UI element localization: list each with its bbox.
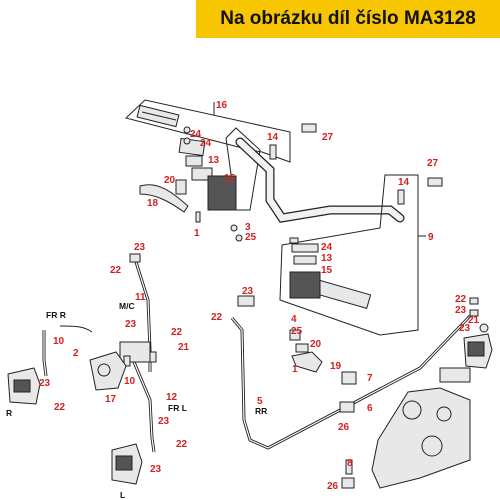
label-l: L — [120, 490, 125, 500]
callout-21: 21 — [468, 315, 480, 326]
callout-24: 24 — [321, 242, 333, 253]
callout-27: 27 — [322, 132, 334, 143]
callout-24: 24 — [190, 129, 202, 140]
caliper-r — [7, 367, 41, 405]
callout-6: 6 — [367, 403, 373, 414]
callout-26: 26 — [338, 422, 350, 433]
label-r: R — [6, 408, 12, 418]
callout-7: 7 — [367, 373, 373, 384]
callout-22: 22 — [176, 439, 188, 450]
callout-22: 22 — [110, 265, 122, 276]
label-fr-r: FR R — [46, 310, 66, 320]
callout-4: 4 — [291, 314, 297, 325]
callout-16: 16 — [216, 100, 228, 111]
callout-24: 24 — [200, 138, 212, 149]
callout-21: 21 — [178, 342, 190, 353]
callout-14: 14 — [398, 177, 410, 188]
callout-23: 23 — [158, 416, 170, 427]
right-master-cylinder — [289, 243, 372, 309]
callout-13: 13 — [321, 253, 333, 264]
caliper-l — [111, 443, 143, 485]
callout-2: 2 — [73, 348, 79, 359]
left-switch-block — [178, 137, 237, 211]
callout-1: 1 — [194, 228, 200, 239]
hose-12-core — [133, 361, 155, 453]
hose-5-core — [231, 315, 471, 449]
callout-15: 15 — [224, 173, 236, 184]
handlebar-tube-inner — [236, 138, 404, 222]
bolt-hardware — [183, 123, 443, 244]
callout-19: 19 — [330, 361, 342, 372]
callout-23: 23 — [455, 305, 467, 316]
leader — [59, 325, 93, 333]
label-rr: RR — [255, 406, 267, 416]
callout-22: 22 — [211, 312, 223, 323]
callout-8: 8 — [347, 458, 353, 469]
callout-15: 15 — [321, 265, 333, 276]
callout-22: 22 — [455, 294, 467, 305]
left-brake-lever — [139, 179, 189, 213]
callout-26: 26 — [327, 481, 339, 492]
splitter-fitting — [123, 355, 131, 367]
callout-23: 23 — [242, 286, 254, 297]
callout-20: 20 — [310, 339, 322, 350]
callout-25: 25 — [245, 232, 257, 243]
callout-18: 18 — [147, 198, 159, 209]
rear-brake-lever — [289, 329, 323, 373]
callout-27: 27 — [427, 158, 439, 169]
handlebar-right-outline — [279, 174, 419, 336]
hose-12 — [132, 361, 156, 453]
callout-11: 11 — [135, 292, 146, 303]
callout-20: 20 — [164, 175, 176, 186]
caliper-bracket-17 — [89, 351, 127, 391]
handlebar-tube — [235, 137, 405, 223]
callout-12: 12 — [166, 392, 178, 403]
callout-10: 10 — [53, 336, 65, 347]
callout-23: 23 — [459, 323, 471, 334]
callout-17: 17 — [105, 394, 117, 405]
part-number-banner: Na obrázku díl číslo MA3128 — [196, 0, 500, 38]
hose-fitting — [129, 253, 141, 263]
callout-23: 23 — [39, 378, 51, 389]
callout-22: 22 — [171, 327, 183, 338]
callout-23: 23 — [125, 319, 137, 330]
hose-fitting — [237, 295, 255, 307]
callout-13: 13 — [208, 155, 220, 166]
callout-10: 10 — [124, 376, 136, 387]
left-grip — [136, 104, 180, 128]
label-fr-l: FR L — [168, 403, 187, 413]
rear-footrest-bracket — [371, 367, 471, 489]
callout-23: 23 — [134, 242, 146, 253]
label-mc: M/C — [119, 301, 135, 311]
callout-5: 5 — [257, 396, 263, 407]
callout-9: 9 — [428, 232, 434, 243]
rear-hardware — [339, 297, 489, 489]
callout-1: 1 — [292, 364, 298, 375]
hose-10-left-core — [43, 330, 47, 377]
callout-22: 22 — [54, 402, 66, 413]
callout-14: 14 — [267, 132, 279, 143]
callout-3: 3 — [245, 222, 251, 233]
callout-23: 23 — [150, 464, 162, 475]
callout-25: 25 — [291, 326, 303, 337]
banner-text: Na obrázku díl číslo MA3128 — [220, 8, 476, 29]
caliper-rear — [463, 333, 493, 369]
